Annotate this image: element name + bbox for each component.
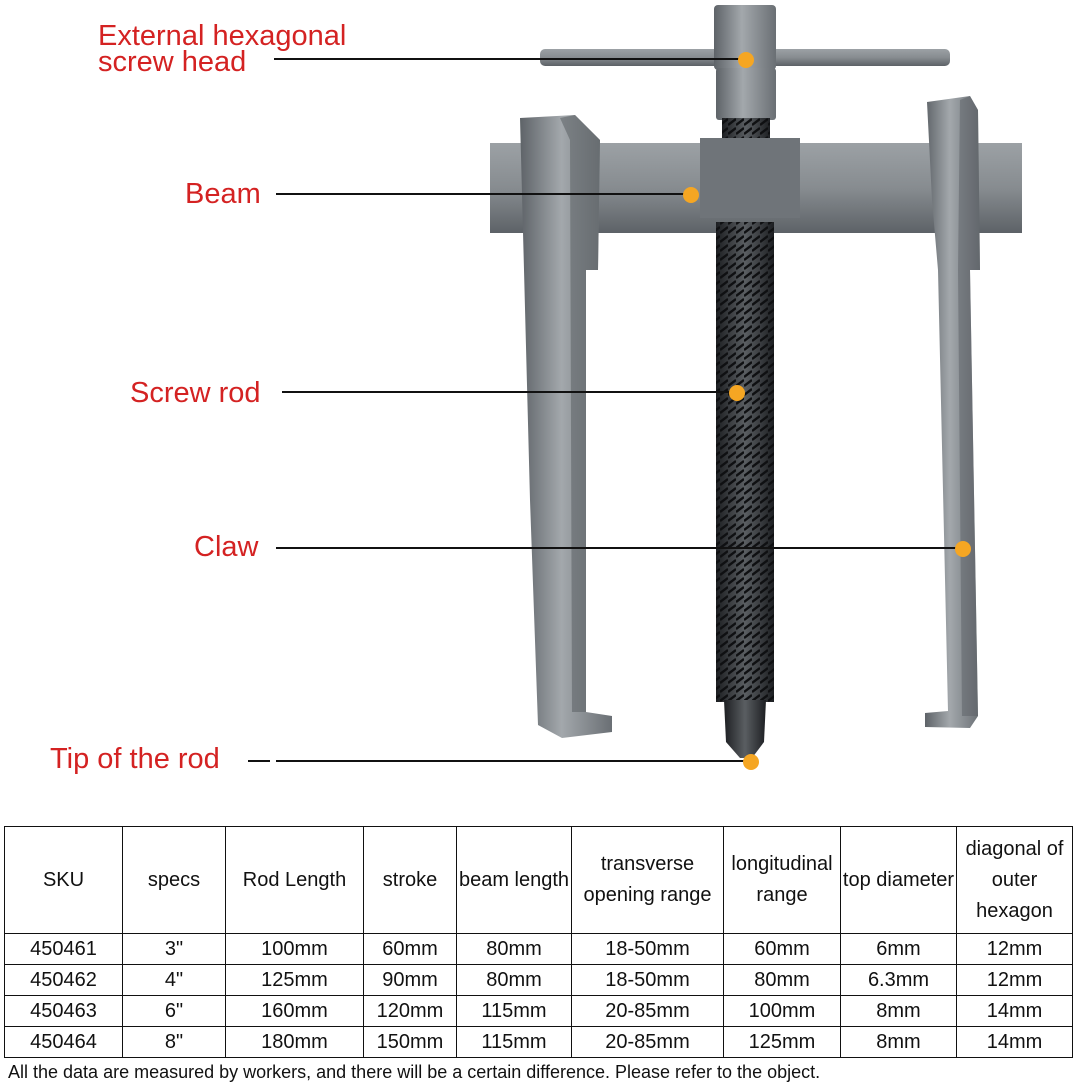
table-cell: 450464 [4,1026,123,1058]
spec-table: SKU specs Rod Length stroke beam length … [4,826,1073,1058]
leader-lines [248,58,962,762]
disclaimer-note: All the data are measured by workers, an… [8,1062,821,1082]
table-cell: 20-85mm [571,995,724,1027]
table-cell: 80mm [456,933,572,965]
table-cell: 14mm [956,995,1073,1027]
table-row: 450461 3" 100mm 60mm 80mm 18-50mm 60mm 6… [4,933,1073,965]
table-row: 450463 6" 160mm 120mm 115mm 20-85mm 100m… [4,995,1073,1027]
label-screw-rod: Screw rod [130,377,261,409]
table-row: 450462 4" 125mm 90mm 80mm 18-50mm 80mm 6… [4,964,1073,996]
hex-head [714,5,776,120]
table-cell: 6.3mm [840,964,957,996]
table-cell: 160mm [225,995,364,1027]
label-hex-head: External hexagonal screw head [98,20,347,78]
right-claw [925,96,980,728]
table-cell: 60mm [723,933,841,965]
table-cell: 450463 [4,995,123,1027]
table-cell: 100mm [723,995,841,1027]
label-tip: Tip of the rod [50,743,220,775]
table-cell: 8" [122,1026,226,1058]
header-cell: specs [122,826,226,934]
marker-tip [743,754,759,770]
table-cell: 20-85mm [571,1026,724,1058]
marker-beam [683,187,699,203]
table-cell: 14mm [956,1026,1073,1058]
marker-claw [955,541,971,557]
header-cell: longitudinal range [723,826,841,934]
marker-screw-rod [729,385,745,401]
table-cell: 80mm [456,964,572,996]
header-cell: beam length [456,826,572,934]
table-cell: 8mm [840,995,957,1027]
table-cell: 60mm [363,933,457,965]
table-cell: 100mm [225,933,364,965]
table-cell: 80mm [723,964,841,996]
table-cell: 12mm [956,964,1073,996]
table-cell: 18-50mm [571,933,724,965]
table-cell: 115mm [456,995,572,1027]
label-beam: Beam [185,178,261,210]
header-cell: SKU [4,826,123,934]
marker-dots [683,52,971,770]
table-cell: 12mm [956,933,1073,965]
table-cell: 90mm [363,964,457,996]
table-cell: 450461 [4,933,123,965]
table-cell: 125mm [225,964,364,996]
table-cell: 150mm [363,1026,457,1058]
header-cell: Rod Length [225,826,364,934]
table-cell: 6mm [840,933,957,965]
screw-rod [716,222,774,758]
puller-diagram [248,5,1022,770]
left-claw [520,115,612,738]
table-cell: 4" [122,964,226,996]
header-cell: top diameter [840,826,957,934]
header-cell: transverse opening range [571,826,724,934]
marker-hex-head [738,52,754,68]
table-cell: 6" [122,995,226,1027]
table-cell: 18-50mm [571,964,724,996]
table-cell: 125mm [723,1026,841,1058]
table-cell: 120mm [363,995,457,1027]
table-cell: 115mm [456,1026,572,1058]
header-cell: stroke [363,826,457,934]
table-cell: 450462 [4,964,123,996]
label-claw: Claw [194,531,259,563]
table-header-row: SKU specs Rod Length stroke beam length … [4,826,1073,934]
table-cell: 3" [122,933,226,965]
table-cell: 8mm [840,1026,957,1058]
header-cell: diagonal of outer hexagon [956,826,1073,934]
table-row: 450464 8" 180mm 150mm 115mm 20-85mm 125m… [4,1026,1073,1058]
table-cell: 180mm [225,1026,364,1058]
